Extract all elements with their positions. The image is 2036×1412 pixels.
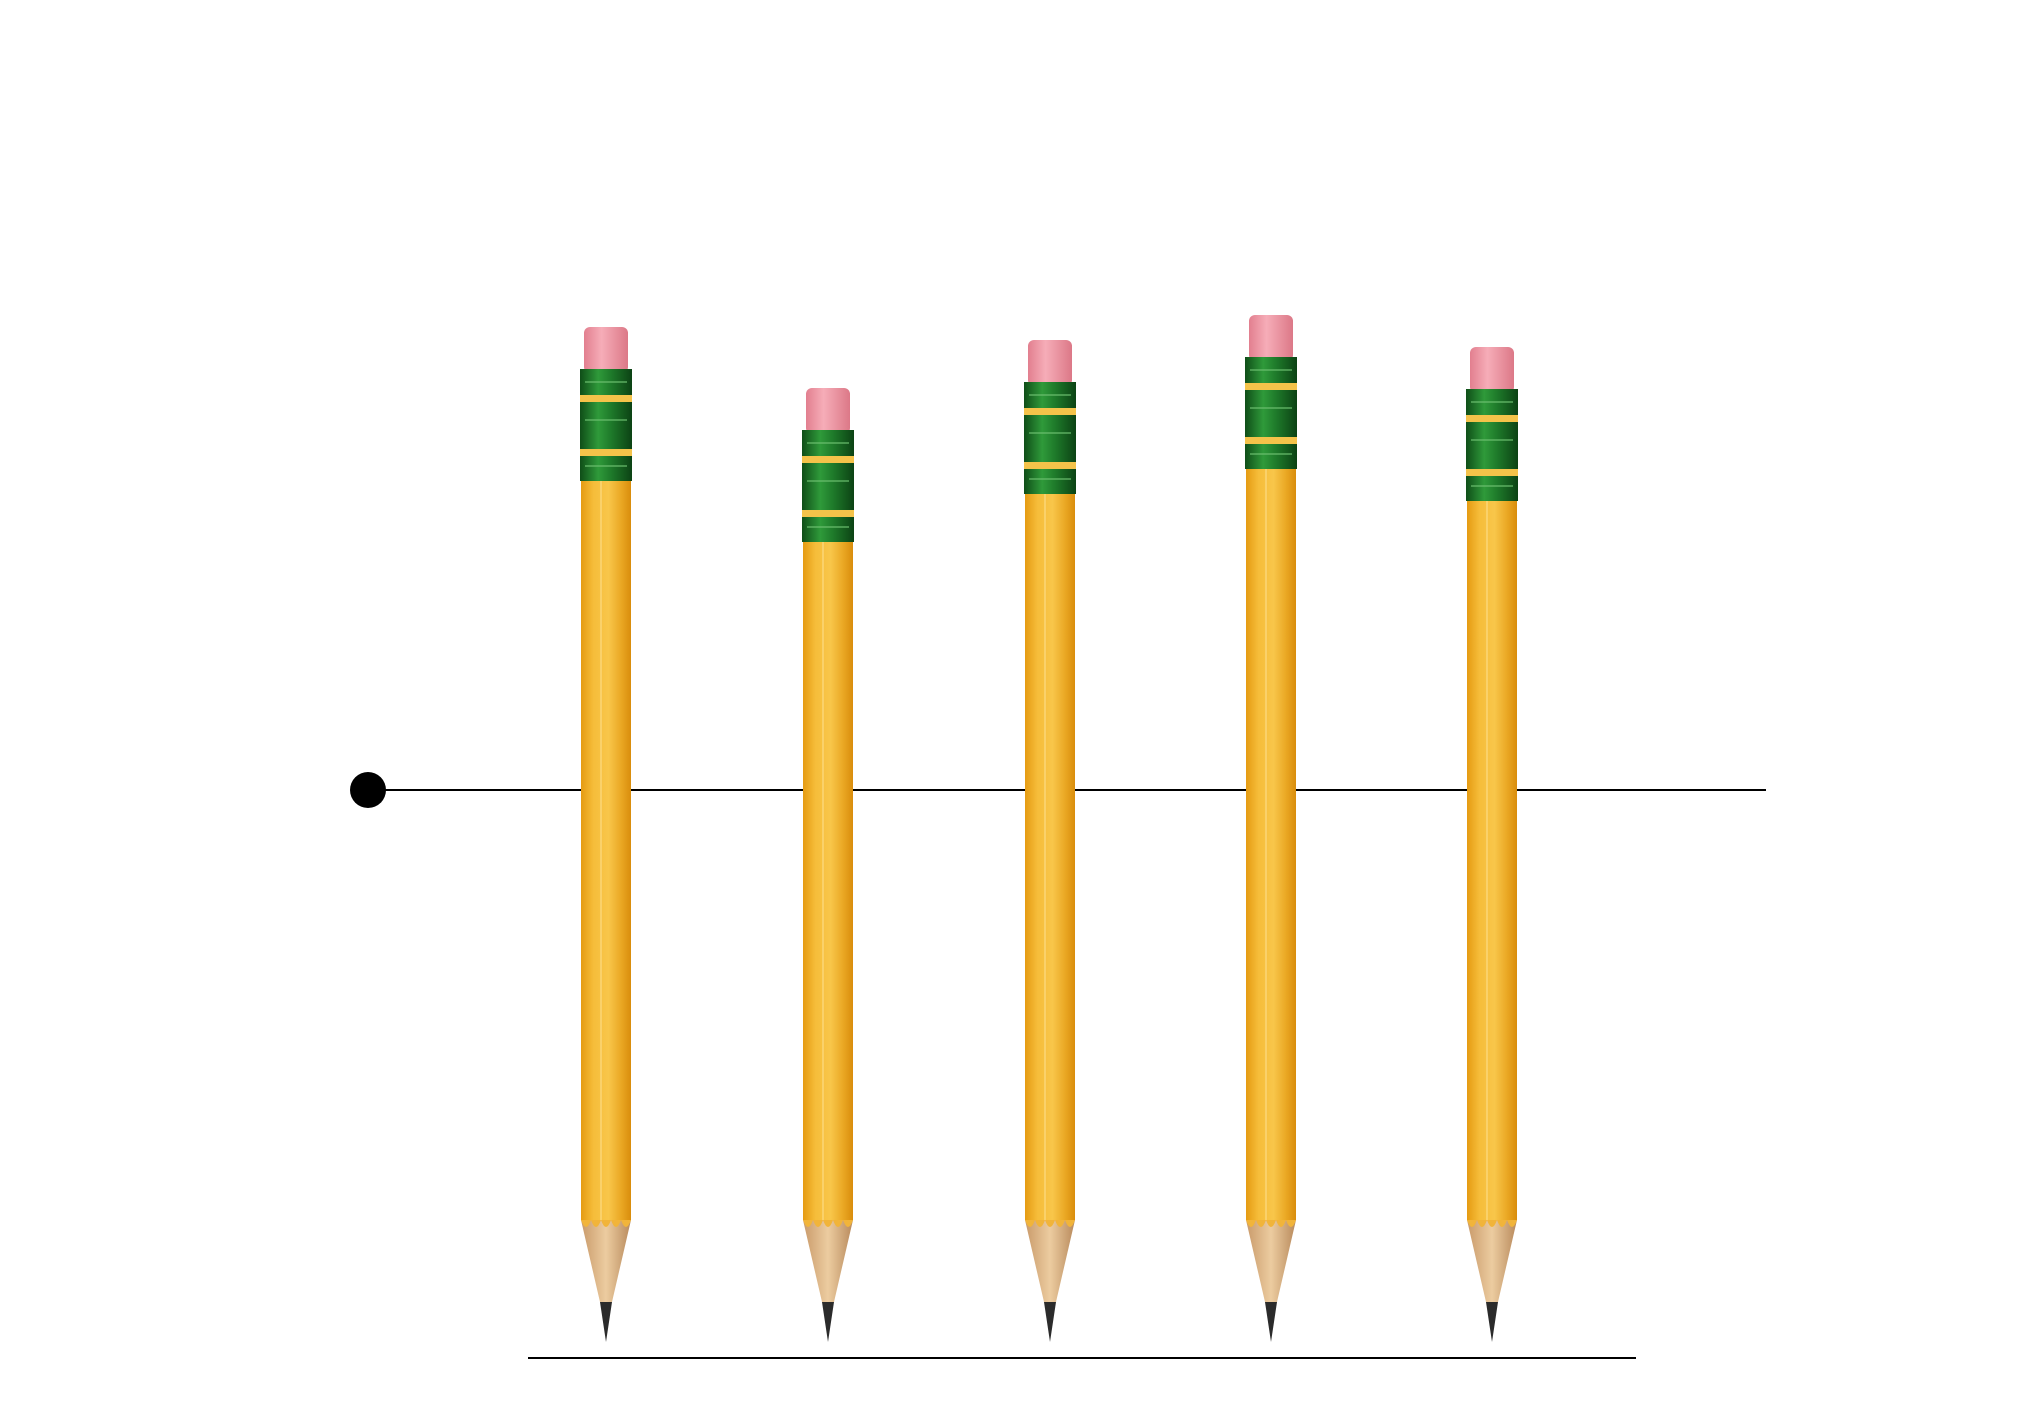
pencils-group	[580, 315, 1518, 1342]
eraser	[1249, 315, 1293, 361]
eraser	[584, 327, 628, 373]
ferrule-ridge	[585, 381, 627, 383]
point-marker-icon	[350, 772, 386, 808]
ferrule	[802, 430, 854, 542]
scalloped-edge	[581, 1220, 631, 1227]
ferrule-ridge	[1250, 369, 1292, 371]
graphite-tip	[1265, 1302, 1277, 1342]
ferrule-ridge	[1250, 407, 1292, 409]
ferrule-stripe	[1024, 408, 1076, 415]
body-facet	[1486, 501, 1488, 1220]
ferrule-ridge	[1471, 401, 1513, 403]
ferrule-ridge	[807, 442, 849, 444]
sharpened-wood	[1246, 1220, 1296, 1302]
ferrule-ridge	[585, 465, 627, 467]
pencil-5	[1466, 347, 1518, 1342]
sharpened-wood	[1467, 1220, 1517, 1302]
pencil-body	[1467, 501, 1517, 1220]
ferrule	[1245, 357, 1297, 469]
ferrule-ridge	[1471, 439, 1513, 441]
ferrule-stripe	[802, 456, 854, 463]
pencil-2	[802, 388, 854, 1342]
ferrule-ridge	[807, 480, 849, 482]
pencil-body	[581, 481, 631, 1220]
scalloped-edge	[803, 1220, 853, 1227]
pencil-body	[803, 542, 853, 1220]
sharpened-wood	[803, 1220, 853, 1302]
ferrule-stripe	[1466, 469, 1518, 476]
scalloped-edge	[1467, 1220, 1517, 1227]
ferrule-ridge	[1471, 485, 1513, 487]
pencil-body	[1246, 469, 1296, 1220]
ferrule-stripe	[1466, 415, 1518, 422]
ferrule-ridge	[585, 419, 627, 421]
graphite-tip	[1044, 1302, 1056, 1342]
body-facet	[600, 481, 602, 1220]
eraser	[806, 388, 850, 434]
sharpened-wood	[581, 1220, 631, 1302]
ferrule-ridge	[1029, 432, 1071, 434]
pencil-body	[1025, 494, 1075, 1220]
graphite-tip	[1486, 1302, 1498, 1342]
ferrule	[1466, 389, 1518, 501]
ferrule-stripe	[802, 510, 854, 517]
ferrule	[580, 369, 632, 481]
ferrule-stripe	[580, 449, 632, 456]
ferrule-ridge	[807, 526, 849, 528]
eraser	[1470, 347, 1514, 393]
sharpened-wood	[1025, 1220, 1075, 1302]
ferrule	[1024, 382, 1076, 494]
body-facet	[1265, 469, 1267, 1220]
ferrule-ridge	[1029, 394, 1071, 396]
eraser	[1028, 340, 1072, 386]
ferrule-ridge	[1029, 478, 1071, 480]
scalloped-edge	[1025, 1220, 1075, 1227]
pencil-4	[1245, 315, 1297, 1342]
graphite-tip	[600, 1302, 612, 1342]
ferrule-ridge	[1250, 453, 1292, 455]
ferrule-stripe	[580, 395, 632, 402]
graphite-tip	[822, 1302, 834, 1342]
body-facet	[1044, 494, 1046, 1220]
scalloped-edge	[1246, 1220, 1296, 1227]
pencil-3	[1024, 340, 1076, 1342]
body-facet	[822, 542, 824, 1220]
ferrule-stripe	[1245, 383, 1297, 390]
ferrule-stripe	[1245, 437, 1297, 444]
ferrule-stripe	[1024, 462, 1076, 469]
pencil-1	[580, 327, 632, 1342]
